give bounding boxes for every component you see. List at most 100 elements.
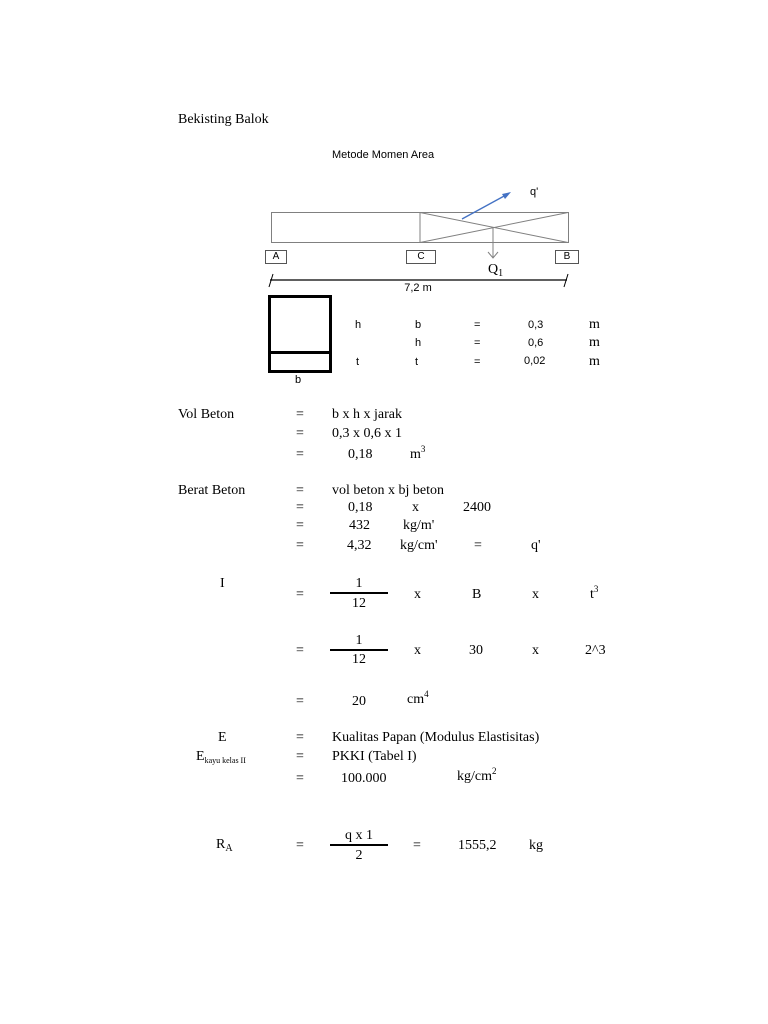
vol-beton-formula: b x h x jarak <box>332 407 402 422</box>
vol-beton-unit-sup: 3 <box>420 444 426 454</box>
inertia-eq-2: = <box>296 643 304 658</box>
load-arrow-head <box>502 192 511 199</box>
dim-row-h-symbol: h <box>415 337 422 349</box>
dim-row-h-eq: = <box>474 337 481 349</box>
elastic-wood-label-main: E <box>196 749 205 764</box>
section-h-label: h <box>355 319 362 331</box>
elastic-eq-3: = <box>296 771 304 786</box>
resultant-main: Q <box>488 262 499 277</box>
inertia-f2-numerator: 1 <box>355 633 363 648</box>
section-b-label: b <box>295 374 302 386</box>
reaction-label-sub: A <box>225 843 233 854</box>
dim-row-t-unit: m <box>589 354 600 369</box>
dim-row-b-unit: m <box>589 317 600 332</box>
inertia-f1-denominator: 12 <box>352 596 366 611</box>
inertia-f1-t-sup: 3 <box>593 584 599 594</box>
reaction-numerator: q x 1 <box>345 828 373 843</box>
inertia-f2-fraction-bar <box>330 649 388 651</box>
berat-beton-q-symbol: q' <box>531 538 541 553</box>
reaction-fraction-bar <box>330 844 388 846</box>
support-a-label: A <box>265 250 287 264</box>
inertia-f1-numerator: 1 <box>355 576 363 591</box>
dim-row-b-value: 0,3 <box>528 319 544 331</box>
elastic-value: 100.000 <box>341 771 387 786</box>
elastic-unit-main: kg/cm <box>457 769 492 784</box>
berat-beton-kgcm-unit: kg/cm' <box>400 538 438 553</box>
load-label: q' <box>530 186 539 198</box>
berat-beton-eq-2: = <box>296 500 304 515</box>
dim-row-h-unit: m <box>589 335 600 350</box>
inertia-eq-3: = <box>296 694 304 709</box>
beam-diagram <box>268 192 569 288</box>
reaction-label-main: R <box>216 837 226 852</box>
vol-beton-label: Vol Beton <box>178 407 235 422</box>
inertia-f2-times-1: x <box>414 643 421 658</box>
reaction-value: 1555,2 <box>458 838 497 853</box>
vol-beton-substitution: 0,3 x 0,6 x 1 <box>332 426 402 441</box>
berat-beton-eq-3: = <box>296 518 304 533</box>
inertia-f1-t-main: t <box>590 587 594 602</box>
inertia-f2-t-value: 2^3 <box>585 643 606 658</box>
inertia-f1-fraction-bar <box>330 592 388 594</box>
inertia-eq-1: = <box>296 587 304 602</box>
resultant-sub: 1 <box>498 268 504 279</box>
reaction-label: RA <box>216 837 233 854</box>
elastic-label: E <box>218 730 227 745</box>
inertia-label: I <box>220 576 225 591</box>
inertia-result: 20 <box>352 694 366 709</box>
vol-beton-eq-3: = <box>296 447 304 462</box>
berat-beton-bj: 2400 <box>463 500 491 515</box>
method-title: Metode Momen Area <box>332 149 435 161</box>
elastic-unit: kg/cm2 <box>457 766 497 785</box>
inertia-f2-b-value: 30 <box>469 643 483 658</box>
inertia-f1-times-2: x <box>532 587 539 602</box>
load-cross-2 <box>419 212 569 243</box>
elastic-description: Kualitas Papan (Modulus Elastisitas) <box>332 730 540 745</box>
berat-beton-eq-4: = <box>296 538 304 553</box>
dim-row-b-symbol: b <box>415 319 422 331</box>
reaction-eq-1: = <box>296 838 304 853</box>
berat-beton-kgm-value: 432 <box>349 518 370 533</box>
beam-section <box>268 295 332 373</box>
reaction-unit: kg <box>529 838 543 853</box>
elastic-unit-sup: 2 <box>492 766 497 776</box>
dim-row-h-value: 0,6 <box>528 337 544 349</box>
elastic-eq-2: = <box>296 749 304 764</box>
berat-beton-eq-1: = <box>296 483 304 498</box>
berat-beton-kgm-unit: kg/m' <box>403 518 435 533</box>
berat-beton-times: x <box>412 500 419 515</box>
berat-beton-label: Berat Beton <box>178 483 246 498</box>
elastic-eq-1: = <box>296 730 304 745</box>
inertia-f1-b: B <box>472 587 482 602</box>
resultant-label: Q1 <box>488 262 504 279</box>
point-c-label: C <box>406 250 436 264</box>
inertia-f2-times-2: x <box>532 643 539 658</box>
vol-beton-value: 0,18 <box>348 447 373 462</box>
dim-row-b-eq: = <box>474 319 481 331</box>
load-arrow <box>461 194 507 220</box>
inertia-result-unit: cm4 <box>407 690 429 708</box>
berat-beton-kgcm-value: 4,32 <box>347 538 372 553</box>
inertia-result-unit-main: cm <box>407 692 425 707</box>
reaction-denominator: 2 <box>355 848 363 863</box>
span-label: 7,2 m <box>404 282 432 294</box>
section-t-label: t <box>356 356 360 368</box>
dim-row-t-eq: = <box>474 356 481 368</box>
resultant-arrow-head <box>487 251 499 259</box>
berat-beton-vol: 0,18 <box>348 500 373 515</box>
span-tick-right <box>563 273 569 288</box>
berat-beton-formula: vol beton x bj beton <box>332 483 444 498</box>
dim-row-t-symbol: t <box>415 356 419 368</box>
section-slab-line <box>268 351 332 354</box>
vol-beton-eq-2: = <box>296 426 304 441</box>
elastic-wood-label: Ekayu kelas II <box>196 749 246 765</box>
span-tick-left <box>268 273 274 288</box>
vol-beton-eq-1: = <box>296 407 304 422</box>
inertia-f1-times-1: x <box>414 587 421 602</box>
elastic-reference: PKKI (Tabel I) <box>332 749 417 764</box>
vol-beton-unit-main: m <box>410 447 421 462</box>
dim-row-t-value: 0,02 <box>524 355 546 367</box>
support-b-label: B <box>555 250 579 264</box>
inertia-f1-t: t3 <box>590 584 599 603</box>
vol-beton-unit: m3 <box>410 444 426 463</box>
